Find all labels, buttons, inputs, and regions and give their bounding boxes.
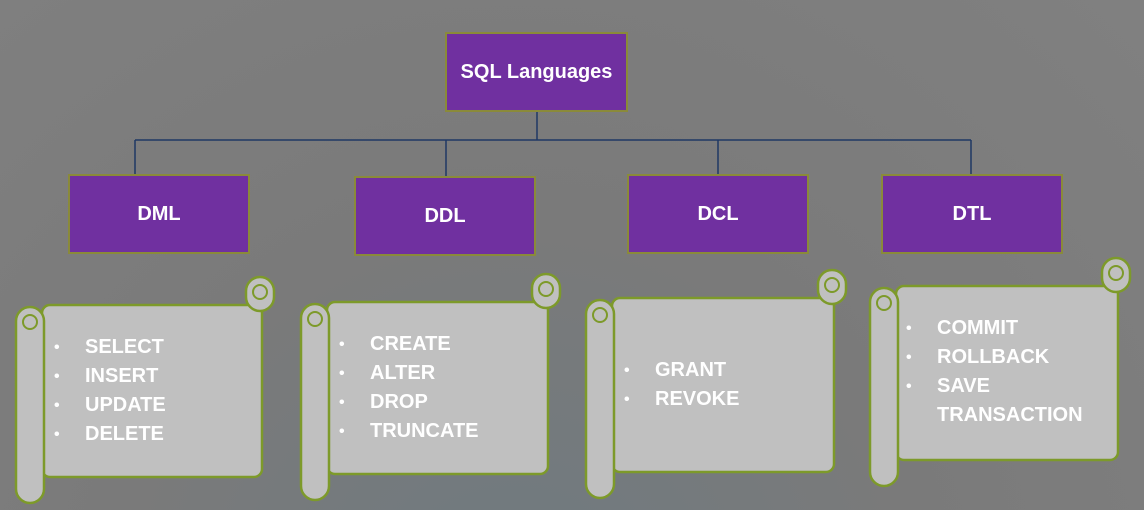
list-item: DROP: [339, 388, 479, 417]
list-item: INSERT: [54, 362, 166, 391]
list-item: ALTER: [339, 359, 479, 388]
list-item: COMMIT: [906, 314, 1083, 343]
command-list: CREATE ALTER DROP TRUNCATE: [339, 330, 479, 446]
list-item: UPDATE: [54, 391, 166, 420]
node-dtl: DTL: [881, 174, 1063, 254]
list-item: SELECT: [54, 333, 166, 362]
root-node-sql-languages: SQL Languages: [445, 32, 628, 112]
node-dml: DML: [68, 174, 250, 254]
list-item: DELETE: [54, 420, 166, 449]
node-label: DCL: [697, 202, 739, 225]
list-item: TRUNCATE: [339, 417, 479, 446]
list-item: REVOKE: [624, 385, 739, 414]
list-item: SAVE TRANSACTION: [906, 372, 1083, 430]
root-node-label: SQL Languages: [460, 60, 613, 83]
node-label: DDL: [424, 204, 466, 227]
list-item: ROLLBACK: [906, 343, 1083, 372]
node-label: DML: [137, 202, 181, 225]
command-list: COMMIT ROLLBACK SAVE TRANSACTION: [906, 314, 1083, 430]
command-list: SELECT INSERT UPDATE DELETE: [54, 333, 166, 449]
node-dcl: DCL: [627, 174, 809, 254]
list-item: GRANT: [624, 356, 739, 385]
node-ddl: DDL: [354, 176, 536, 256]
node-label: DTL: [952, 202, 992, 225]
command-list: GRANT REVOKE: [624, 356, 739, 414]
list-item: CREATE: [339, 330, 479, 359]
